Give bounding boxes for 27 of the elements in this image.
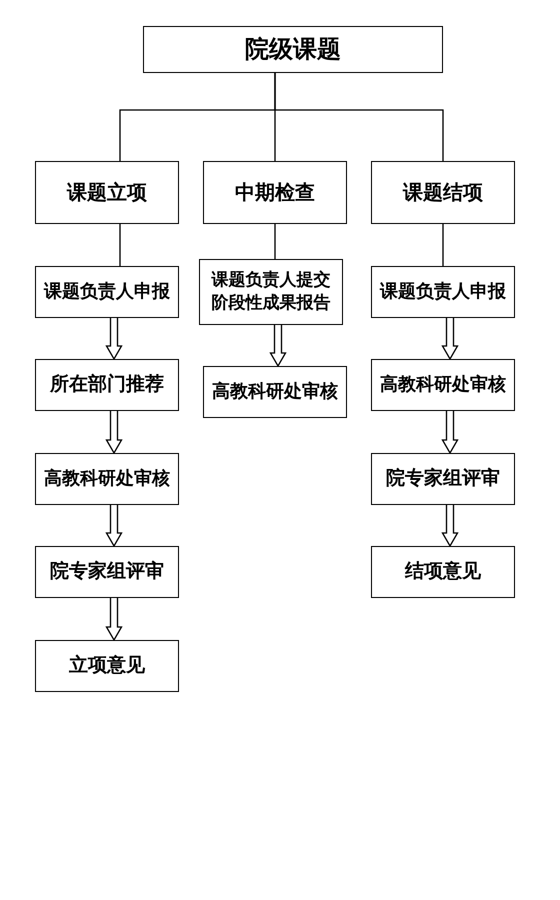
- stage-box: 中期检查: [203, 161, 347, 224]
- step-box: 院专家组评审: [35, 546, 179, 598]
- block-arrow: [105, 410, 123, 454]
- block-arrow: [441, 317, 459, 360]
- step-box: 结项意见: [371, 546, 515, 598]
- block-arrow: [269, 324, 287, 368]
- block-arrow: [105, 317, 123, 360]
- step-box: 院专家组评审: [371, 453, 515, 505]
- step-box: 高教科研处审核: [35, 453, 179, 505]
- step-box: 课题负责人申报: [371, 266, 515, 318]
- step-box: 高教科研处审核: [371, 359, 515, 411]
- connector-line: [442, 224, 444, 266]
- block-arrow: [441, 504, 459, 548]
- block-arrow: [105, 504, 123, 548]
- connector-line: [274, 224, 276, 259]
- block-arrow: [441, 410, 459, 454]
- step-box: 所在部门推荐: [35, 359, 179, 411]
- step-box: 高教科研处审核: [203, 366, 347, 418]
- root-box: 院级课题: [143, 26, 443, 73]
- step-box: 立项意见: [35, 640, 179, 692]
- block-arrow: [105, 597, 123, 642]
- stage-box: 课题结项: [371, 161, 515, 224]
- step-box: 课题负责人提交阶段性成果报告: [199, 259, 343, 325]
- connector-line: [274, 73, 444, 161]
- stage-box: 课题立项: [35, 161, 179, 224]
- step-box: 课题负责人申报: [35, 266, 179, 318]
- connector-line: [119, 224, 121, 266]
